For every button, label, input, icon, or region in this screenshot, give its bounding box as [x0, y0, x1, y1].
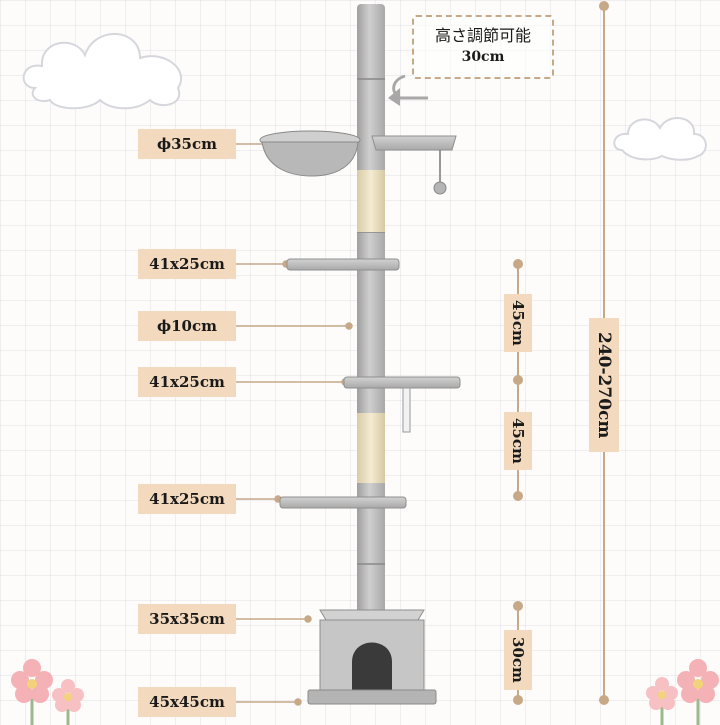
- sisal-rope: [357, 170, 385, 232]
- adjustable-height-note: 高さ調節可能 30cm: [412, 15, 554, 79]
- cloud-icon: [613, 116, 707, 161]
- shelf-middle: [343, 376, 461, 389]
- sisal-rope: [357, 413, 385, 483]
- shelf-upper-label: 41x25cm: [138, 249, 236, 279]
- shelf-upper: [286, 258, 400, 271]
- cloud-icon: [22, 32, 182, 110]
- house-top: [319, 609, 425, 621]
- post-diameter-label: ϕ10cm: [138, 311, 236, 341]
- shelf-middle-label: 41x25cm: [138, 367, 236, 397]
- base-label: 45x45cm: [138, 687, 236, 717]
- adjust-arrow-head: [388, 88, 400, 106]
- shelf-lower: [279, 496, 407, 509]
- top-platform: [371, 135, 457, 151]
- adjustable-height-title: 高さ調節可能: [434, 26, 531, 45]
- flower-icon: [646, 677, 678, 725]
- shelf-lower-label: 41x25cm: [138, 484, 236, 514]
- hanging-strap: [402, 387, 411, 433]
- gap-lower-label: 45cm: [504, 412, 532, 470]
- house-top-label: 35x35cm: [138, 604, 236, 634]
- house-height-label: 30cm: [504, 630, 532, 690]
- flower-icon: [52, 679, 84, 725]
- flower-icon: [677, 659, 719, 725]
- hammock-diameter-label: ϕ35cm: [138, 129, 236, 159]
- base-plate: [307, 689, 437, 705]
- house-entrance: [352, 642, 392, 692]
- gap-upper-label: 45cm: [504, 294, 532, 352]
- adjustable-height-value: 30cm: [461, 49, 505, 65]
- post: [357, 4, 385, 616]
- hammock-basket: [261, 141, 359, 177]
- total-height-label: 240-270cm: [589, 318, 619, 452]
- flower-icon: [11, 659, 53, 725]
- toy-ball: [433, 181, 447, 195]
